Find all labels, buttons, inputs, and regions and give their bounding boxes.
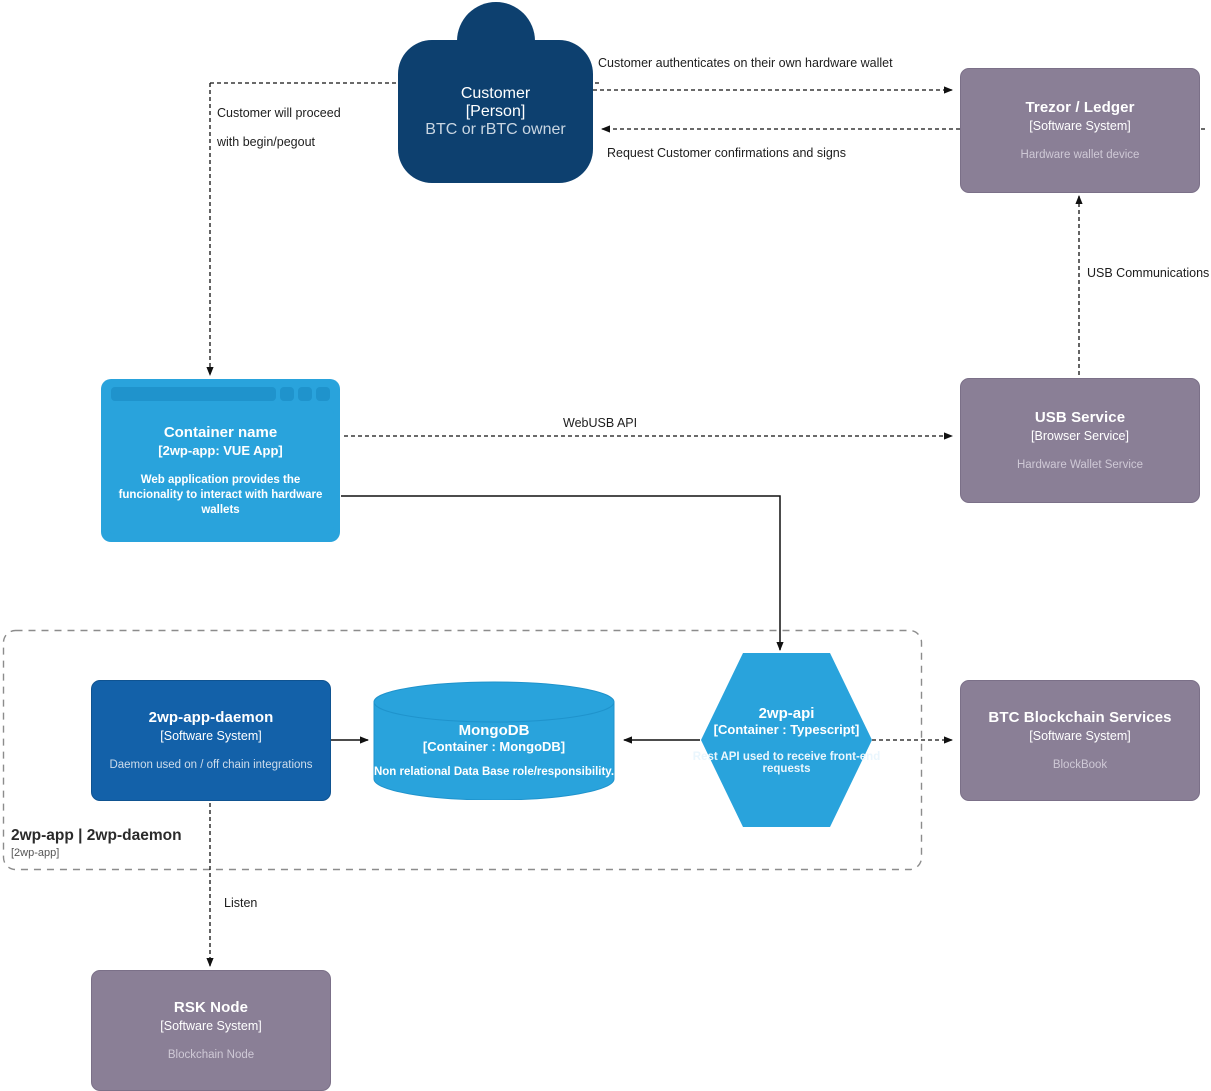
edge-label-usb-communications: USB Communications xyxy=(1087,266,1210,280)
cylinder-shape xyxy=(373,681,615,800)
browser-button-2-icon[interactable] xyxy=(298,387,312,401)
edge-label-trezor-to-customer: Request Customer confirmations and signs xyxy=(607,146,847,160)
node-container-name-description: Web application provides the funcionalit… xyxy=(118,474,323,516)
edge-label-webusb-api: WebUSB API xyxy=(563,416,638,430)
node-2wp-app-daemon[interactable]: 2wp-app-daemon [Software System] Daemon … xyxy=(91,680,331,801)
node-2wp-api[interactable]: 2wp-api [Container : Typescript] Rest AP… xyxy=(693,652,880,828)
boundary-label-name: 2wp-app | 2wp-daemon xyxy=(11,827,182,844)
node-2wp-api-title: 2wp-api xyxy=(758,705,815,722)
node-2wp-app-daemon-description: Daemon used on / off chain integrations xyxy=(109,758,313,771)
node-btc-blockchain-services-type: [Software System] xyxy=(1029,728,1131,743)
node-2wp-app-daemon-title: 2wp-app-daemon xyxy=(148,708,274,726)
edge-label-customer-to-trezor: Customer authenticates on their own hard… xyxy=(598,56,893,70)
node-container-name[interactable]: Container name [2wp-app: VUE App] Web ap… xyxy=(101,379,340,542)
node-customer-title: Customer xyxy=(460,84,531,102)
node-rsk-node-description: Blockchain Node xyxy=(167,1048,255,1061)
browser-button-3-icon[interactable] xyxy=(316,387,330,401)
browser-button-1-icon[interactable] xyxy=(280,387,294,401)
node-container-name-title: Container name xyxy=(163,424,278,441)
person-body: Customer [Person] BTC or rBTC owner xyxy=(398,40,593,183)
node-btc-blockchain-services-title: BTC Blockchain Services xyxy=(988,708,1172,726)
node-2wp-api-type: [Container : Typescript] xyxy=(713,722,860,737)
node-btc-blockchain-services[interactable]: BTC Blockchain Services [Software System… xyxy=(960,680,1200,801)
hexagon-shape xyxy=(701,653,872,827)
node-trezor-ledger-title: Trezor / Ledger xyxy=(1025,98,1135,116)
node-2wp-api-description: Rest API used to receive front-end reque… xyxy=(692,751,881,775)
node-2wp-app-daemon-type: [Software System] xyxy=(160,728,262,743)
node-2wp-api-text: 2wp-api [Container : Typescript] Rest AP… xyxy=(688,652,885,828)
node-rsk-node-title: RSK Node xyxy=(173,998,249,1016)
node-rsk-node[interactable]: RSK Node [Software System] Blockchain No… xyxy=(91,970,331,1091)
node-usb-service-description: Hardware Wallet Service xyxy=(1016,458,1144,471)
node-mongodb-text: MongoDB [Container : MongoDB] Non relati… xyxy=(373,681,615,800)
browser-content: Container name [2wp-app: VUE App] Web ap… xyxy=(107,407,334,534)
edge-container-to-api xyxy=(341,495,784,651)
node-trezor-ledger-description: Hardware wallet device xyxy=(1020,148,1140,161)
node-container-name-type: [2wp-app: VUE App] xyxy=(158,443,283,458)
node-mongodb-description: Non relational Data Base role/responsibi… xyxy=(373,765,615,778)
node-usb-service-type: [Browser Service] xyxy=(1031,428,1129,443)
edge-label-listen: Listen xyxy=(224,896,258,910)
edge-label-customer-to-app-1: Customer will proceed xyxy=(217,106,341,120)
browser-title-bar xyxy=(107,385,334,403)
boundary-label-type: [2wp-app] xyxy=(11,847,60,859)
browser-address-bar[interactable] xyxy=(111,387,276,401)
edge-label-customer-to-app-2: with begin/pegout xyxy=(217,135,315,149)
node-mongodb-type: [Container : MongoDB] xyxy=(422,738,566,754)
node-customer-description: BTC or rBTC owner xyxy=(425,120,566,138)
node-mongodb-title: MongoDB xyxy=(458,721,530,739)
node-trezor-ledger[interactable]: Trezor / Ledger [Software System] Hardwa… xyxy=(960,68,1200,193)
node-mongodb[interactable]: MongoDB [Container : MongoDB] Non relati… xyxy=(373,681,615,800)
node-btc-blockchain-services-description: BlockBook xyxy=(1052,758,1108,771)
boundary-label: 2wp-app | 2wp-daemon [2wp-app] xyxy=(11,826,182,860)
node-usb-service-title: USB Service xyxy=(1034,408,1126,426)
node-trezor-ledger-type: [Software System] xyxy=(1029,118,1131,133)
node-rsk-node-type: [Software System] xyxy=(160,1018,262,1033)
node-customer[interactable]: Customer [Person] BTC or rBTC owner xyxy=(398,2,593,183)
node-usb-service[interactable]: USB Service [Browser Service] Hardware W… xyxy=(960,378,1200,503)
node-customer-type: [Person] xyxy=(465,102,526,120)
